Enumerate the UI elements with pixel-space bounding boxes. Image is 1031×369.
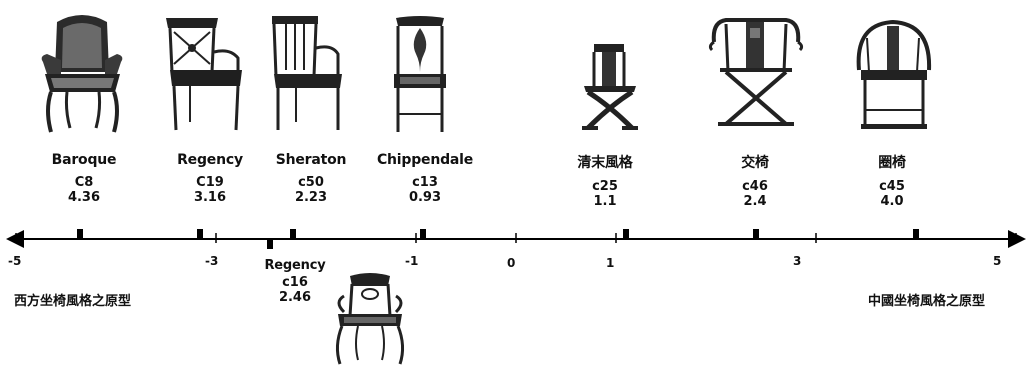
chair-label-regency: Regency C19 3.16: [165, 152, 255, 205]
chair-score: 2.23: [294, 190, 328, 205]
left-end-label: 西方坐椅風格之原型: [14, 294, 132, 309]
chair-score: 2.46: [278, 290, 312, 305]
quanyi-chair-image: [856, 19, 932, 129]
axis-right-arrow: [1008, 230, 1026, 248]
chair-code: C8: [74, 175, 94, 190]
chair-code: c50: [298, 175, 324, 190]
chair-position-marker: [753, 229, 759, 238]
tick-label-neg5: -5: [8, 254, 22, 268]
chair-score: 3.16: [193, 190, 227, 205]
chair-position-marker: [913, 229, 919, 238]
chair-label-qingmo: 清末風格 c25 1.1: [560, 152, 650, 209]
chair-score: 4.0: [880, 194, 904, 209]
chair-name: Regency: [264, 258, 326, 273]
chair-name: Baroque: [51, 152, 117, 168]
chair-code: c45: [879, 179, 905, 194]
chair-code: C19: [196, 175, 224, 190]
regency-c16-chair-image: [335, 273, 405, 365]
tick-label-0: 0: [507, 256, 516, 270]
chair-position-marker: [623, 229, 629, 238]
chair-label-sheraton: Sheraton c50 2.23: [266, 152, 356, 205]
chair-label-jiaoyi: 交椅 c46 2.4: [715, 152, 795, 209]
chair-position-marker: [197, 229, 203, 238]
axis-left-arrow: [6, 230, 24, 248]
chair-position-marker: [77, 229, 83, 238]
chair-label-quanyi: 圈椅 c45 4.0: [852, 152, 932, 209]
right-end-label: 中國坐椅風格之原型: [868, 294, 986, 309]
chair-name: Sheraton: [275, 152, 347, 168]
jiaoyi-chair-image: [708, 18, 804, 126]
chair-code: c13: [412, 175, 438, 190]
tick-label-neg3: -3: [205, 254, 219, 268]
chippendale-chair-image: [394, 16, 446, 132]
chair-label-baroque: Baroque C8 4.36: [44, 152, 124, 205]
chair-name: Chippendale: [376, 152, 474, 168]
chair-position-marker: [420, 229, 426, 238]
chair-name: 圈椅: [878, 155, 906, 171]
tick-label-3: 3: [793, 254, 802, 268]
chair-name: 清末風格: [577, 155, 633, 171]
sheraton-chair-image: [272, 16, 342, 130]
axis-ticks: [15, 233, 1017, 243]
chair-code: c46: [742, 179, 768, 194]
chair-score: 2.4: [743, 194, 767, 209]
regency-chair-image: [166, 18, 242, 131]
chair-score: 1.1: [593, 194, 617, 209]
chair-code: c25: [592, 179, 618, 194]
chair-position-marker: [290, 229, 296, 238]
tick-label-1: 1: [606, 256, 615, 270]
chair-name: Regency: [177, 152, 243, 168]
chair-score: 4.36: [67, 190, 101, 205]
chair-code: c16: [282, 275, 308, 290]
baroque-chair-image: [41, 15, 123, 133]
chair-label-chippendale: Chippendale c13 0.93: [370, 152, 480, 205]
qingmo-chair-image: [582, 44, 638, 130]
chair-score: 0.93: [408, 190, 442, 205]
tick-label-5: 5: [993, 254, 1002, 268]
chair-name: 交椅: [741, 155, 769, 171]
chair-position-marker: [267, 240, 273, 249]
tick-label-neg1: -1: [405, 254, 419, 268]
chair-markers: [77, 229, 919, 249]
chair-label-regency-c16: Regency c16 2.46: [252, 258, 338, 305]
